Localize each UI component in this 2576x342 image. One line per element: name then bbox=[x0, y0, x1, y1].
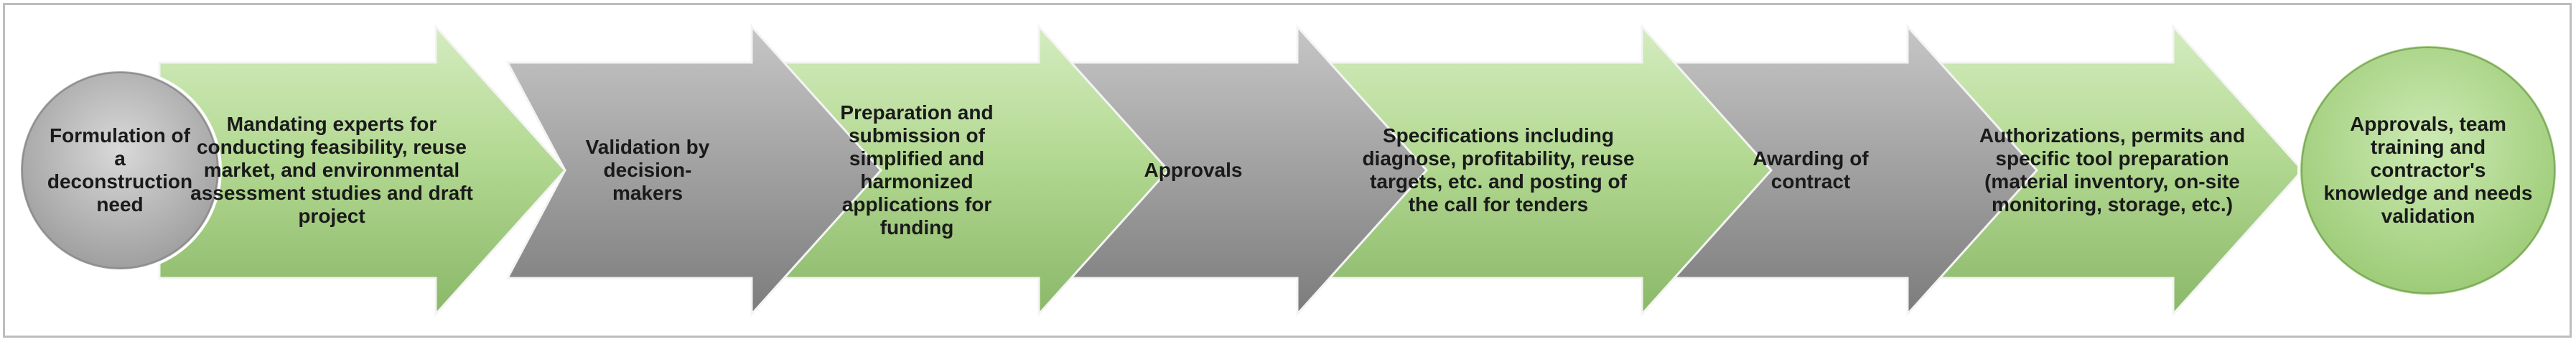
arrow-step1 bbox=[158, 24, 567, 317]
step5-label: Specifications including diagnose, profi… bbox=[1362, 124, 1635, 216]
end-ellipse bbox=[2297, 43, 2559, 297]
diagram-frame: Formulation of a deconstruction need Man… bbox=[3, 3, 2572, 338]
step7-label: Authorizations, permits and specific too… bbox=[1979, 124, 2246, 216]
step1-label: Mandating experts for conducting feasibi… bbox=[190, 113, 473, 227]
step4-label: Approvals bbox=[1144, 159, 1243, 181]
step3-label: Preparation and submission of simplified… bbox=[840, 101, 994, 239]
step-start-label: Formulation of a deconstruction need bbox=[47, 124, 193, 216]
process-flow-diagram bbox=[18, 24, 2559, 317]
start-circle bbox=[18, 68, 222, 272]
step6-label: Awarding of contract bbox=[1753, 147, 1869, 193]
arrow-step2 bbox=[505, 24, 883, 317]
step-end-label: Approvals, team training and contractor'… bbox=[2323, 113, 2533, 227]
step2-label: Validation by decision-makers bbox=[585, 136, 710, 204]
